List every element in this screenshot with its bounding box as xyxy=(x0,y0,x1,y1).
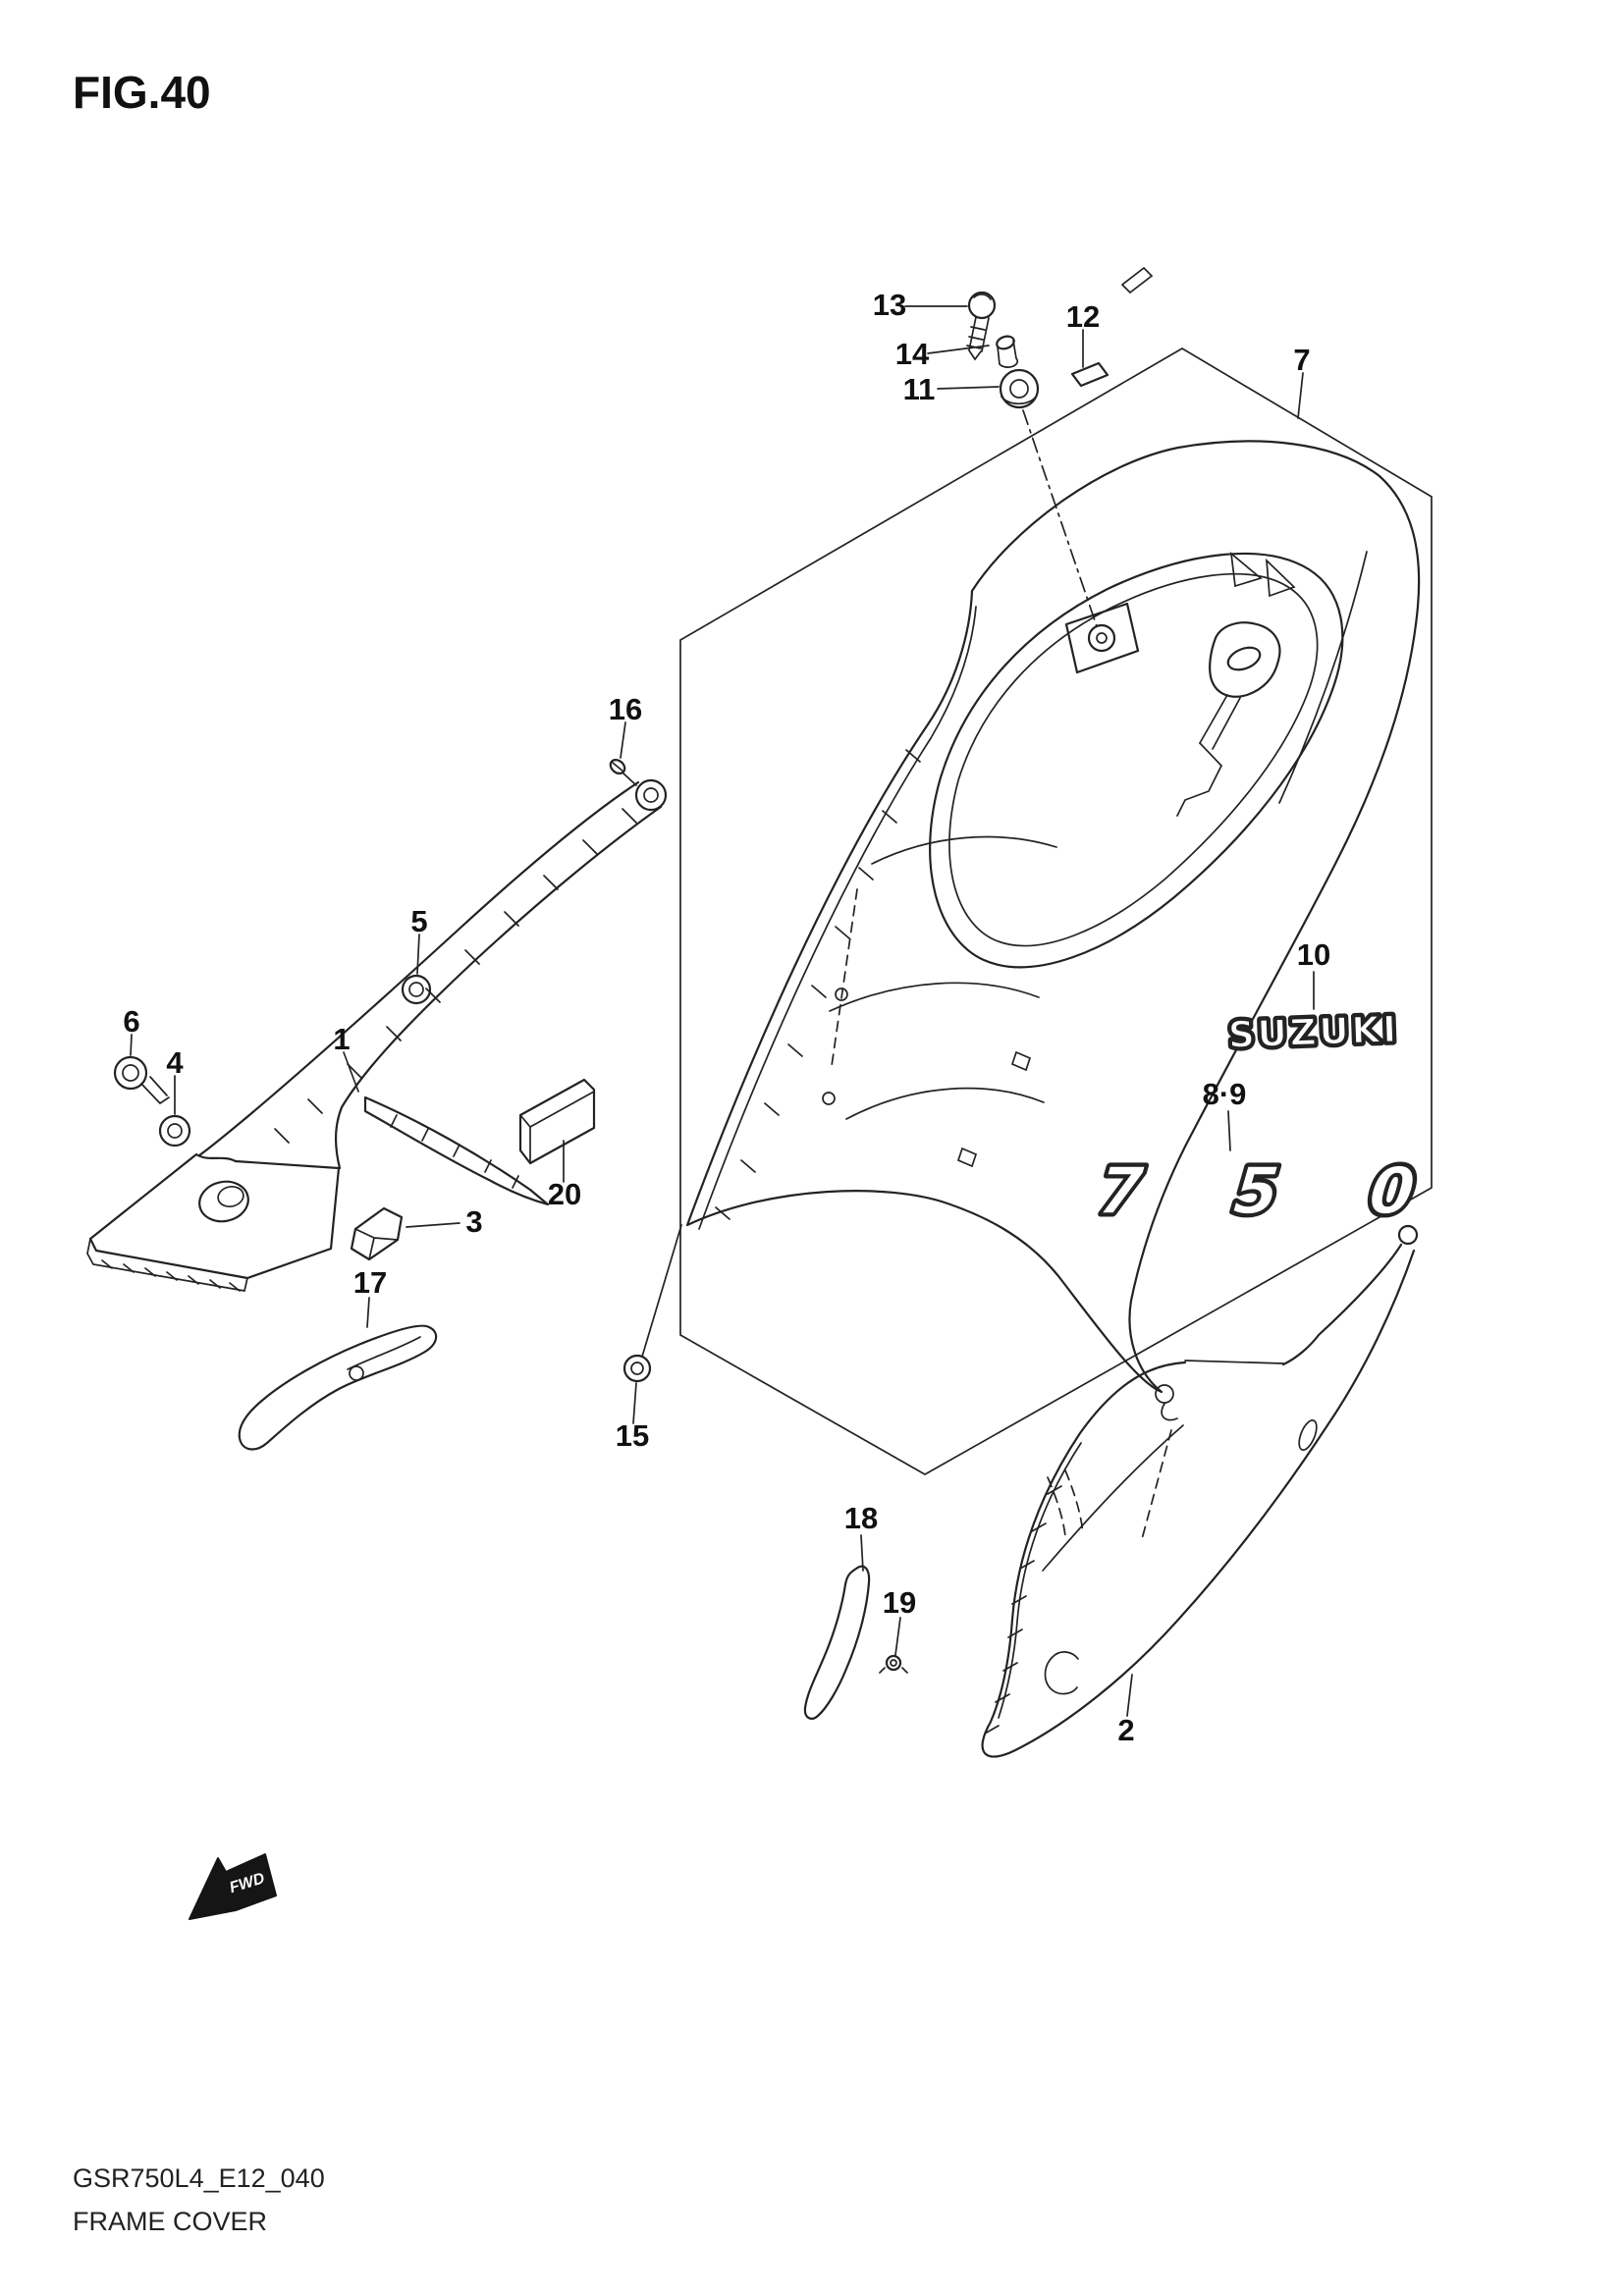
callout-15: 15 xyxy=(616,1418,649,1453)
callout-5: 5 xyxy=(410,904,427,938)
callout-13: 13 xyxy=(873,288,906,322)
callout-8·9: 8·9 xyxy=(1203,1077,1247,1111)
callout-1: 1 xyxy=(333,1022,350,1056)
pad-part20 xyxy=(518,1078,596,1165)
right-side-cover-part2 xyxy=(981,1224,1419,1758)
left-side-cover-part1 xyxy=(86,778,668,1292)
screw-part6 xyxy=(113,1055,170,1104)
screw-part13 xyxy=(966,291,997,361)
rear-eyelet-bracket xyxy=(1176,621,1281,817)
leader-lines xyxy=(130,305,1315,1717)
seat-tail-cover-part7 xyxy=(685,266,1421,1421)
callout-10: 10 xyxy=(1297,937,1330,972)
callout-2: 2 xyxy=(1117,1713,1134,1747)
callout-11: 11 xyxy=(903,372,936,406)
callout-16: 16 xyxy=(609,692,642,726)
nut-part15 xyxy=(622,1354,652,1383)
drawing-code: GSR750L4_E12_040 xyxy=(73,2163,325,2193)
front-edge-hatching xyxy=(715,749,921,1220)
callout-7: 7 xyxy=(1293,343,1310,377)
callout-20: 20 xyxy=(548,1177,581,1211)
callout-17: 17 xyxy=(353,1265,387,1300)
screw-part16 xyxy=(609,759,637,786)
model-emblem-outline: 750 xyxy=(1088,1152,1434,1228)
nut-part4 xyxy=(158,1114,191,1148)
cover2-edge-hatching xyxy=(984,1485,1062,1735)
callout-3: 3 xyxy=(465,1204,482,1239)
nut-part5 xyxy=(401,974,432,1005)
strip-part18 xyxy=(803,1565,871,1720)
callout-12: 12 xyxy=(1066,299,1100,334)
latch-prongs xyxy=(1229,551,1296,598)
callout-14: 14 xyxy=(895,337,930,371)
cushion-part3 xyxy=(350,1206,404,1261)
strip-hatching xyxy=(274,808,637,1144)
spacer-part14 xyxy=(996,335,1019,368)
bracket-part17 xyxy=(238,1324,438,1451)
view-boundary-box xyxy=(679,347,1433,1475)
suzuki-emblem-outline: SUZUKI xyxy=(1227,1008,1399,1056)
callout-6: 6 xyxy=(123,1004,139,1039)
model-emblem-text: 750 xyxy=(1088,1152,1434,1228)
callout-4: 4 xyxy=(166,1045,184,1080)
suzuki-emblem-text: SUZUKI xyxy=(1227,1008,1399,1056)
figure-title: FIG.40 xyxy=(73,67,211,118)
callout-18: 18 xyxy=(844,1501,878,1535)
drawing-title: FRAME COVER xyxy=(73,2207,267,2236)
plate-part12 xyxy=(1070,361,1109,388)
clip-part19 xyxy=(879,1654,908,1674)
grommet-bracket xyxy=(1064,602,1140,674)
callout-19: 19 xyxy=(883,1585,916,1620)
c-crease-mark xyxy=(1044,1651,1079,1695)
suzuki-emblem: SUZUKI SUZUKI xyxy=(1224,1004,1403,1059)
model-750-emblem: 750 750 xyxy=(1084,1149,1436,1232)
fwd-arrow-icon: FWD xyxy=(189,1853,277,1920)
grommet-part11 xyxy=(999,368,1040,409)
